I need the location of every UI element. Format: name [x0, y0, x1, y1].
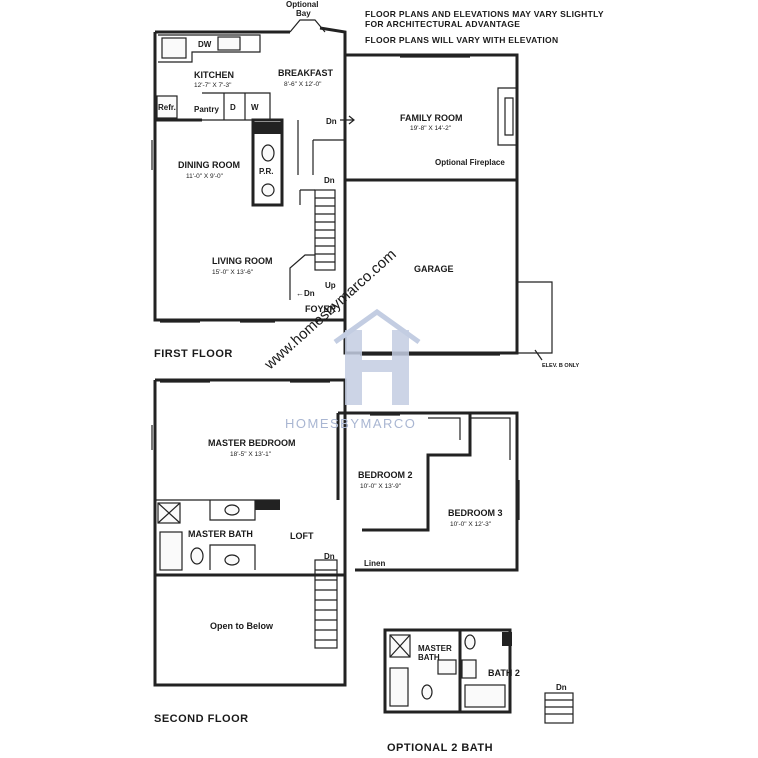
first-floor [151, 19, 553, 361]
label-dn-family: Dn [326, 117, 337, 126]
second-floor-labels: MASTER BEDROOM 18'-5" X 13'-1" BEDROOM 2… [154, 438, 503, 725]
bedroom-wing-walls [338, 411, 519, 572]
refrigerator [156, 95, 178, 119]
watermark-brand: HOMESBYMARCO [285, 416, 416, 431]
optional-bath-plan [383, 628, 574, 724]
foyer-name: FOYER [305, 304, 337, 314]
opt-bath2-name: BATH 2 [488, 668, 520, 678]
family-room-dim: 19'-8" X 14'-2" [410, 125, 452, 132]
powder-room-toilet [261, 144, 275, 162]
family-room-name: FAMILY ROOM [400, 113, 463, 123]
opt-stairs [544, 692, 574, 724]
stair-hall-walls [297, 120, 345, 175]
opt-master-tub [389, 667, 409, 707]
powder-room-sink [261, 183, 275, 197]
elev-b-leader [534, 349, 543, 361]
opt-bath2-toilet [464, 634, 476, 650]
opt-master-sink [437, 659, 457, 675]
opt-bath2-tub [464, 684, 506, 708]
opt-master-bath-line1: MASTER [418, 644, 452, 653]
label-washer: W [251, 103, 259, 112]
note-line-2: FOR ARCHITECTURAL ADVANTAGE [365, 19, 520, 29]
master-bath-name: MASTER BATH [188, 529, 253, 539]
garage-name: GARAGE [414, 264, 454, 274]
first-floor-house-walls [153, 26, 347, 322]
optional-bath-walls [383, 628, 512, 714]
elevation-b-bumpout [517, 281, 553, 354]
label-dn-stair: Dn [324, 176, 335, 185]
opt-master-toilet [421, 684, 433, 700]
second-floor-stairs [314, 559, 338, 649]
opt-master-bath-line2: BATH [418, 653, 440, 662]
kitchen-dim: 12'-7" X 7'-3" [194, 82, 232, 89]
first-floor-labels: Optional Bay DW KITCHEN 12'-7" X 7'-3" B… [154, 0, 580, 369]
breakfast-name: BREAKFAST [278, 68, 334, 78]
living-room-name: LIVING ROOM [212, 256, 273, 266]
first-floor-stairs [299, 189, 336, 271]
label-up: Up [325, 281, 336, 290]
bedroom3-dim: 10'-0" X 12'-3" [450, 521, 492, 528]
master-sink-2 [224, 554, 240, 566]
breakfast-dim: 8'-6" X 12'-0" [284, 81, 322, 88]
master-toilet [190, 547, 204, 565]
kitchen-sink [161, 37, 187, 59]
pantry-dividers [223, 93, 246, 120]
master-shower-x [157, 502, 181, 524]
optional-bath-heading: OPTIONAL 2 BATH [387, 742, 493, 754]
powder-room-vanity [254, 122, 281, 134]
open-to-below-name: Open to Below [210, 621, 274, 631]
opt-label-dn: Dn [556, 683, 567, 692]
watermark: HOMESBYMARCO www.homesbymarco.com [261, 246, 421, 431]
opt-bath2-vanity-top [502, 632, 512, 646]
plan-notes: FLOOR PLANS AND ELEVATIONS MAY VARY SLIG… [365, 9, 604, 45]
label-powder-room: P.R. [259, 167, 274, 176]
second-floor-heading: SECOND FLOOR [154, 713, 249, 725]
first-floor-windows [151, 56, 500, 356]
optional-bay-line2: Bay [296, 9, 311, 18]
label-dw: DW [198, 40, 212, 49]
arrow-icon [340, 115, 355, 125]
opt-shower-x [389, 634, 411, 658]
label-fireplace: Optional Fireplace [435, 158, 505, 167]
note-line-1: FLOOR PLANS AND ELEVATIONS MAY VARY SLIG… [365, 9, 604, 19]
bedroom3-name: BEDROOM 3 [448, 508, 503, 518]
kitchen-counters [158, 34, 261, 63]
foyer-angled-wall [289, 254, 315, 300]
optional-bay-line1: Optional [286, 0, 318, 9]
bedroom2-walls [336, 413, 472, 532]
master-tub [159, 531, 183, 571]
note-line-3: FLOOR PLANS WILL VARY WITH ELEVATION [365, 35, 558, 45]
bedroom2-dim: 10'-0" X 13'-9" [360, 483, 402, 490]
loft-name: LOFT [290, 531, 314, 541]
watermark-roof-icon [333, 308, 421, 345]
master-bedroom-dim: 18'-5" X 13'-1" [230, 451, 272, 458]
opt-bath2-sink [461, 659, 477, 679]
master-sink-1 [224, 504, 240, 516]
dining-room-name: DINING ROOM [178, 160, 240, 170]
living-room-dim: 15'-0" X 13'-6" [212, 269, 254, 276]
label-elev-b: ELEV. B ONLY [542, 363, 580, 369]
watermark-logo-icon [345, 330, 409, 405]
master-bedroom-name: MASTER BEDROOM [208, 438, 296, 448]
powder-room-walls [251, 118, 284, 207]
second-floor-windows [151, 381, 520, 520]
label-dn-loft: Dn [324, 552, 335, 561]
label-refr: Refr. [158, 103, 176, 112]
optional-bay-outline [289, 19, 326, 33]
label-dryer: D [230, 103, 236, 112]
dining-room-dim: 11'-0" X 9'-0" [186, 173, 224, 180]
label-dn-foyer: ←Dn [296, 289, 315, 298]
pantry-block [202, 92, 271, 121]
kitchen-name: KITCHEN [194, 70, 234, 80]
bedroom2-name: BEDROOM 2 [358, 470, 413, 480]
first-floor-heading: FIRST FLOOR [154, 348, 233, 360]
fireplace-symbol [497, 87, 517, 146]
optional-bath-labels: MASTER BATH BATH 2 Dn OPTIONAL 2 BATH [387, 644, 567, 754]
label-linen: Linen [364, 559, 385, 568]
kitchen-range [217, 36, 241, 51]
master-bath-vanity-top [255, 500, 280, 510]
closet-walls [428, 417, 511, 460]
label-pantry: Pantry [194, 105, 219, 114]
